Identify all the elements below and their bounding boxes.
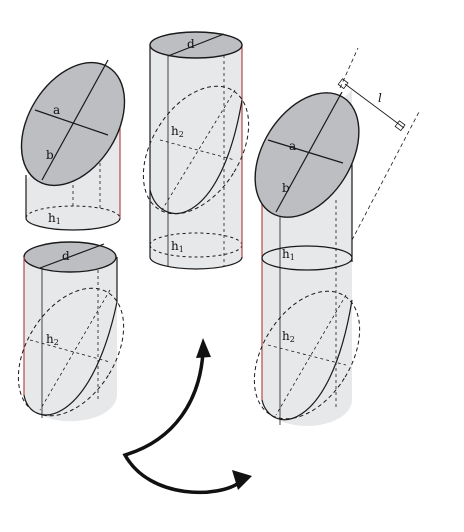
label-h-center-upper: h2	[171, 124, 184, 139]
label-b-right: b	[282, 181, 290, 195]
right-stacked-cylinder: l a b h1 h2	[253, 47, 421, 426]
label-b-left: b	[46, 148, 54, 162]
curved-arrow	[122, 338, 252, 495]
label-a-right: a	[289, 139, 296, 153]
label-a-left: a	[53, 103, 60, 117]
arrowhead-up	[196, 338, 211, 358]
label-d-left: d	[62, 249, 70, 263]
label-h-right-upper: h1	[282, 247, 295, 262]
label-h-left-lower: h2	[46, 332, 59, 347]
left-lower-piece: d h2	[17, 241, 125, 422]
arrowhead-right	[232, 470, 252, 490]
label-d-center: d	[187, 37, 195, 51]
label-h-right-lower: h2	[282, 329, 295, 344]
left-upper-piece: a b h1	[20, 59, 126, 231]
center-cylinder: d h2 h1	[142, 31, 250, 270]
label-h-left-upper: h1	[48, 211, 61, 226]
label-h-center-lower: h1	[171, 239, 184, 254]
label-l: l	[378, 91, 382, 105]
